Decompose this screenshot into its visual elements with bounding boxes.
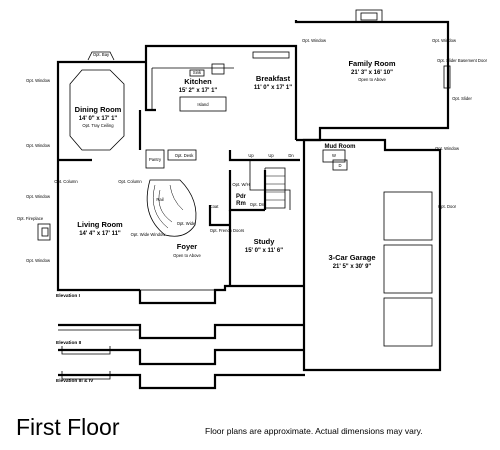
kitchen-island	[179, 96, 227, 112]
study-name: Study	[254, 237, 276, 246]
opt-window-label-dining: Opt. Window	[26, 78, 51, 83]
up-label-2: Up	[268, 153, 274, 158]
opt-wide-label: Opt. Wide	[177, 221, 196, 226]
opt-window-label-left2: Opt. Window	[26, 143, 51, 148]
garage-dims: 21' 5" x 30' 9"	[333, 264, 372, 270]
opt-fireplace-label: Opt. Fireplace	[17, 216, 44, 221]
dryer-label: D	[338, 163, 341, 168]
opt-window-label-family-left: Opt. Window	[302, 38, 327, 43]
elevation-2-label: Elevation II	[56, 340, 82, 346]
elevation-lines	[58, 51, 305, 390]
living-room-name: Living Room	[77, 220, 123, 229]
family-room-dims: 21' 3" x 16' 10"	[351, 70, 393, 76]
opt-column-label-right: Opt. Column	[118, 179, 142, 184]
breakfast-name: Breakfast	[256, 74, 291, 83]
opt-desk-label: Opt. Desk	[175, 153, 195, 158]
washer-label: W	[332, 153, 336, 158]
opt-window-label-family-right: Opt. Window	[432, 38, 457, 43]
dn-label: Dn	[288, 153, 294, 158]
living-room-dims: 14' 4" x 17' 11"	[79, 231, 121, 237]
family-room-note: Open to Above	[358, 77, 386, 82]
opt-window-label-right-mid: Opt. Window	[435, 146, 460, 151]
opt-dn-label: Opt. Dn	[250, 202, 265, 207]
foyer-note: Open to Above	[173, 253, 201, 258]
floor-title: First Floor	[16, 414, 120, 440]
opt-wide-window-label: Opt. Wide Window	[131, 232, 167, 237]
up-label-1: Up	[248, 153, 254, 158]
dining-room-note: Opt. Tray Ceiling	[82, 123, 114, 128]
foyer-name: Foyer	[177, 242, 198, 251]
opt-window-label-left3: Opt. Window	[26, 194, 51, 199]
sink-label: Sink	[193, 70, 202, 75]
kitchen-name: Kitchen	[184, 77, 212, 86]
study-dims: 15' 0" x 11' 6"	[245, 248, 283, 254]
opt-column-label-left: Opt. Column	[54, 179, 78, 184]
opt-french-doors-label: Opt. French Doors	[210, 228, 244, 233]
opt-door-label-right: Opt. Door	[438, 204, 457, 209]
interior-walls	[37, 51, 451, 347]
dining-room-dims: 14' 0" x 17' 1"	[79, 116, 118, 122]
opt-wh-label: Opt. W/H	[232, 182, 249, 187]
elevation-1-label: Elevation I	[56, 293, 81, 299]
rail-label: Rail	[156, 197, 163, 202]
opt-bay-label: Opt. Bay	[93, 52, 110, 57]
powder-room-line2: Rm	[236, 201, 246, 207]
room-labels: Family Room 21' 3" x 16' 10" Open to Abo…	[75, 59, 396, 270]
opt-slider-basement-door-label: Opt. Slider Basement Door	[437, 58, 488, 63]
elevation-labels: Elevation I Elevation II Elevation III &…	[56, 293, 94, 384]
garage-name: 3-Car Garage	[328, 253, 375, 262]
island-label: Island	[197, 102, 209, 107]
dining-room-name: Dining Room	[75, 105, 122, 114]
family-room-name: Family Room	[348, 59, 395, 68]
elevation-3-label: Elevation III & IV	[56, 378, 94, 384]
powder-room-line1: Pdr	[236, 194, 247, 200]
disclaimer-note: Floor plans are approximate. Actual dime…	[205, 426, 423, 436]
opt-slider-label: Opt. Slider	[452, 96, 472, 101]
kitchen-dims: 15' 2" x 17' 1"	[179, 88, 218, 94]
breakfast-dims: 11' 0" x 17' 1"	[254, 85, 292, 91]
pantry-label: Pantry	[149, 157, 162, 162]
annotation-labels: Opt. Bay Opt. Window Opt. Window Opt. Co…	[17, 38, 488, 263]
coat-label: Coat	[210, 204, 220, 209]
mud-room-name: Mud Room	[325, 144, 356, 150]
opt-window-label-left4: Opt. Window	[26, 258, 51, 263]
